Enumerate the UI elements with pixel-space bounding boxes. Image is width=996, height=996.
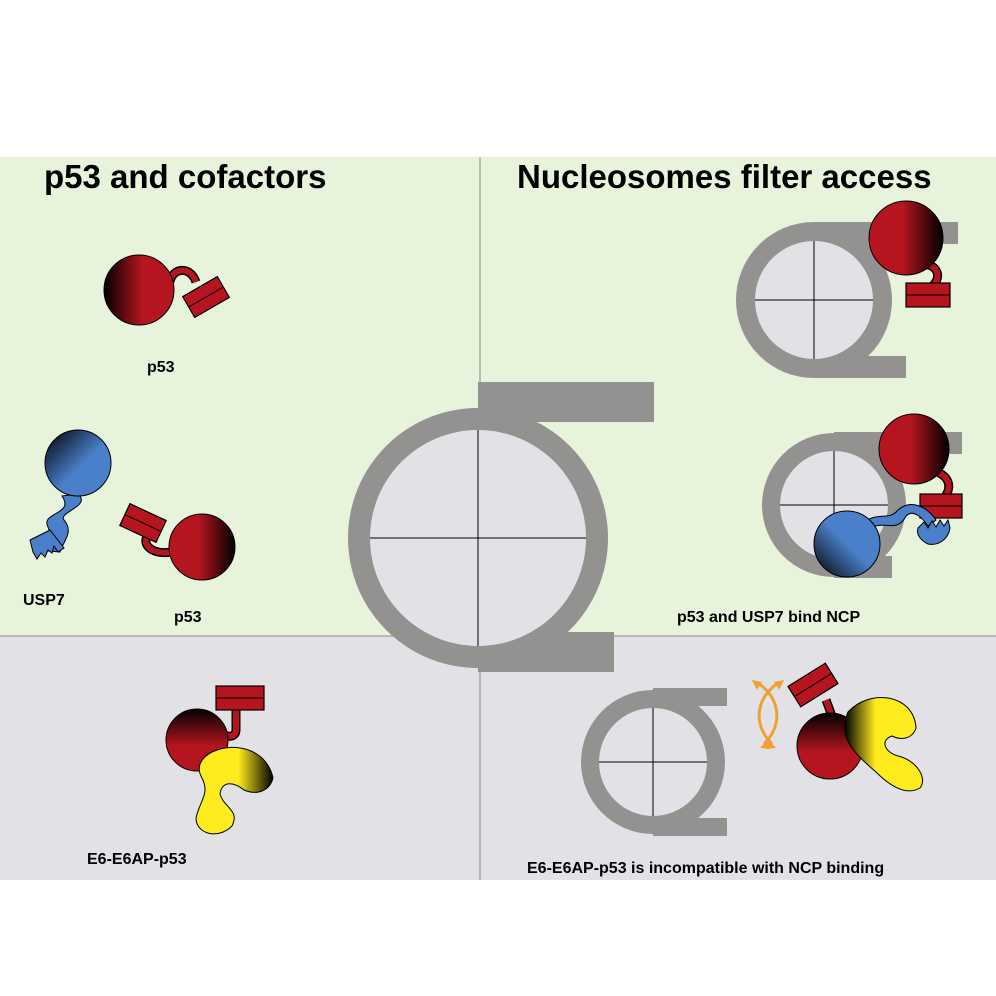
nucleosome-small-3 — [581, 688, 727, 836]
repulsion-arrows-icon — [752, 680, 784, 749]
heading-right: Nucleosomes filter access — [517, 158, 932, 195]
label-usp7: USP7 — [23, 592, 65, 609]
p53-usp7-bound-nucleosome-2 — [813, 413, 963, 578]
p53-protein-bottom — [119, 502, 236, 581]
heading-left: p53 and cofactors — [44, 158, 326, 195]
label-p53-top: p53 — [147, 359, 175, 376]
usp7-protein — [29, 429, 112, 560]
e6-e6ap-p53-complex-right — [787, 662, 923, 792]
e6-e6ap-p53-complex-left — [165, 685, 274, 835]
label-incompatible: E6-E6AP-p53 is incompatible with NCP bin… — [527, 860, 884, 877]
nucleosome-small-1 — [736, 222, 958, 378]
label-e6-complex: E6-E6AP-p53 — [87, 851, 187, 868]
label-p53-bottom: p53 — [174, 609, 202, 626]
p53-protein-top — [103, 254, 231, 326]
label-bind-ncp: p53 and USP7 bind NCP — [677, 609, 860, 626]
central-nucleosome — [348, 382, 654, 672]
p53-bound-nucleosome-1 — [868, 200, 951, 308]
